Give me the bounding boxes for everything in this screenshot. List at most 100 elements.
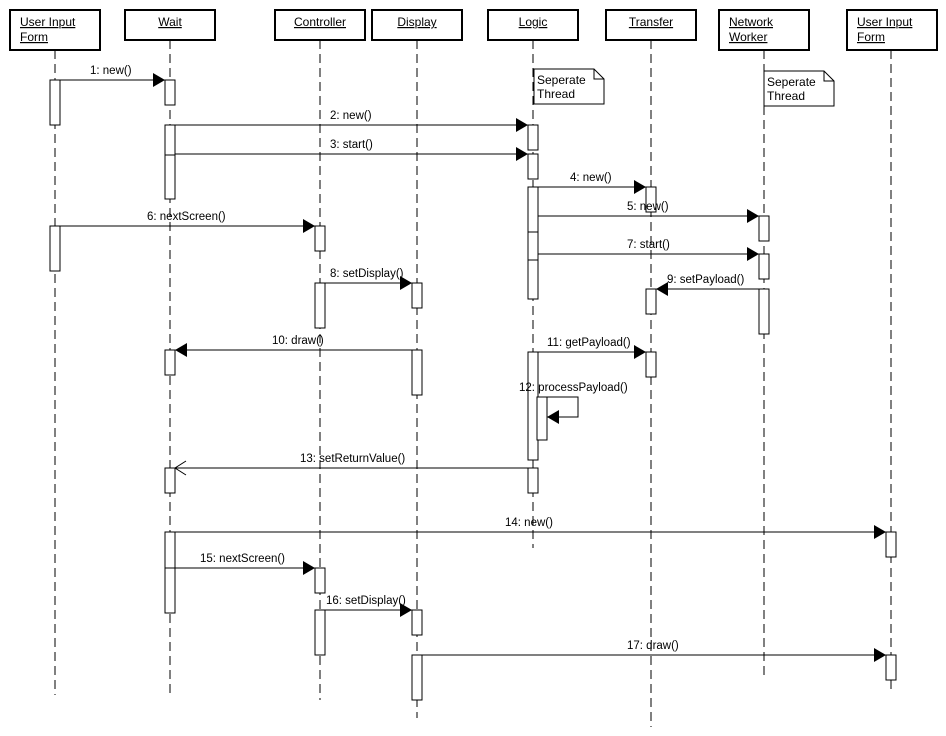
participant-box: [487, 9, 579, 41]
message-label: 1: new(): [90, 65, 132, 77]
activation-bar-wait: [164, 467, 176, 494]
message-label: 5: new(): [627, 201, 669, 213]
message-12: 12: processPayload(): [519, 382, 628, 424]
activation-bar-display: [411, 349, 423, 396]
activation-bar-wait: [164, 531, 176, 614]
arrowhead-filled-icon: [175, 343, 187, 357]
participant-label: User Input: [857, 15, 913, 29]
arrowhead-filled-icon: [400, 603, 412, 617]
activation-bar-transfer: [645, 186, 657, 213]
participant-label: Worker: [729, 30, 767, 44]
arrowhead-filled-icon: [874, 648, 886, 662]
participant-box: [718, 9, 810, 51]
message-11: 11: getPayload(): [538, 337, 646, 359]
arrowhead-filled-icon: [400, 276, 412, 290]
participant-label: User Input: [20, 15, 76, 29]
message-14: 14: new(): [175, 517, 886, 539]
message-label: 12: processPayload(): [519, 382, 628, 394]
message-17: 17: draw(): [422, 640, 886, 662]
arrowhead-open-icon: [174, 460, 187, 476]
arrowhead-filled-icon: [747, 247, 759, 261]
participant-transfer[interactable]: Transfer: [605, 9, 697, 41]
message-13: 13: setReturnValue(): [174, 453, 528, 476]
activation-bar-uif2: [885, 654, 897, 681]
activation-bar-logic: [527, 186, 539, 300]
activation-bar-display: [411, 609, 423, 636]
participant-wait[interactable]: Wait: [124, 9, 216, 41]
message-1: 1: new(): [60, 65, 165, 87]
activation-bar-network_worker: [758, 215, 770, 242]
activation-bar-controller: [314, 225, 326, 252]
messages: 1: new() 2: new() 3: start() 4: new() 5: new…: [60, 65, 886, 662]
participant-controller[interactable]: Controller: [274, 9, 366, 41]
note-fold: [823, 71, 834, 82]
activation-bar-display: [411, 654, 423, 701]
message-label: 10: draw(): [272, 335, 324, 347]
message-line: [538, 396, 579, 418]
arrowhead-filled-icon: [516, 147, 528, 161]
activation-bar-logic: [527, 467, 539, 494]
arrowhead-filled-icon: [303, 561, 315, 575]
activation-bar-logic: [536, 396, 548, 441]
activation-bar-uif1: [49, 79, 61, 126]
activation-bar-network_worker: [758, 288, 770, 335]
arrowhead-filled-icon: [634, 345, 646, 359]
lifelines: [54, 40, 892, 727]
arrowhead-filled-icon: [516, 118, 528, 132]
activation-bar-controller: [314, 567, 326, 594]
note-text: Thread: [537, 87, 575, 101]
note-shape: [533, 68, 605, 105]
activation-bar-controller: [314, 282, 326, 329]
arrowhead-filled-icon: [547, 410, 559, 424]
message-4: 4: new(): [538, 172, 646, 194]
note-text: Thread: [767, 89, 805, 103]
message-7: 7: start(): [538, 239, 759, 261]
activation-bar-logic: [527, 153, 539, 180]
message-8: 8: setDisplay(): [325, 268, 412, 290]
activation-bar-display: [411, 282, 423, 309]
message-6: 6: nextScreen(): [60, 211, 315, 233]
message-5: 5: new(): [538, 201, 759, 223]
arrowhead-filled-icon: [303, 219, 315, 233]
message-2: 2: new(): [175, 110, 528, 132]
message-label: 7: start(): [627, 239, 670, 251]
message-label: 6: nextScreen(): [147, 211, 226, 223]
participant-label: Display: [397, 15, 436, 29]
arrowhead-filled-icon: [656, 282, 668, 296]
participant-display[interactable]: Display: [371, 9, 463, 41]
message-label: 11: getPayload(): [547, 337, 631, 349]
arrowhead-filled-icon: [153, 73, 165, 87]
participant-label: Form: [857, 30, 885, 44]
activation-bar-network_worker: [758, 253, 770, 280]
message-label: 2: new(): [330, 110, 372, 122]
participant-box: [846, 9, 938, 51]
activation-bar-transfer: [645, 351, 657, 378]
activation-bar-wait: [164, 79, 176, 106]
participant-label: Form: [20, 30, 48, 44]
message-label: 8: setDisplay(): [330, 268, 404, 280]
activation-bars: [49, 79, 897, 701]
activation-bar-logic: [527, 124, 539, 151]
activation-bar-transfer: [645, 288, 657, 315]
message-9: 9: setPayload(): [656, 274, 759, 296]
participant-logic[interactable]: Logic: [487, 9, 579, 41]
participant-box: [371, 9, 463, 41]
participant-label: Transfer: [629, 15, 673, 29]
participant-label: Controller: [294, 15, 346, 29]
note-text: Seperate: [537, 73, 586, 87]
message-15: 15: nextScreen(): [175, 553, 315, 575]
participant-label: Logic: [519, 15, 548, 29]
message-label: 3: start(): [330, 139, 373, 151]
activation-bar-uif2: [885, 531, 897, 558]
arrowhead-filled-icon: [874, 525, 886, 539]
activation-bar-uif1: [49, 225, 61, 272]
activation-bar-wait: [164, 349, 176, 376]
activation-bar-wait: [164, 124, 176, 200]
arrowhead-filled-icon: [747, 209, 759, 223]
